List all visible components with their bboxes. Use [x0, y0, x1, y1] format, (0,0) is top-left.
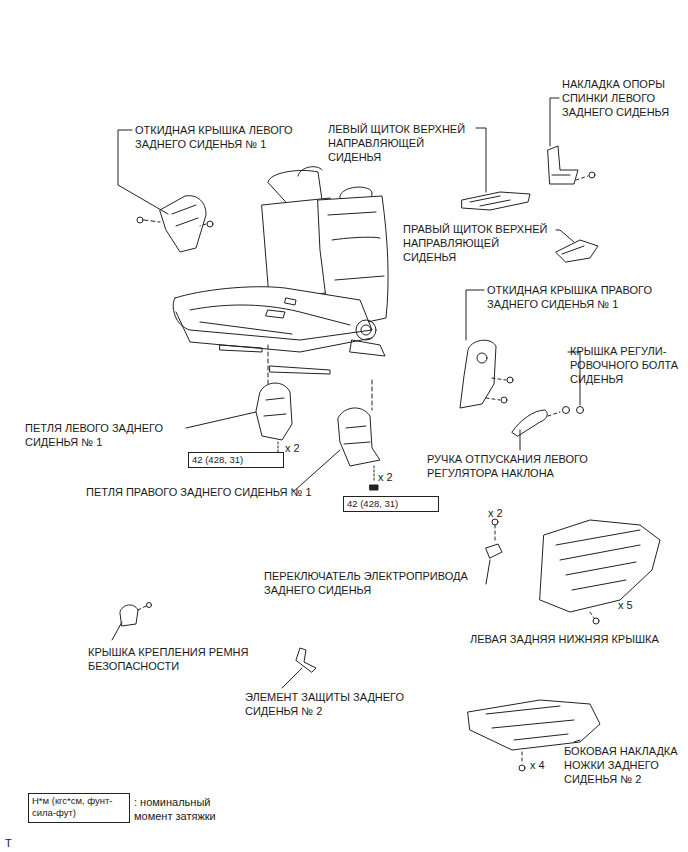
- recliner-handle: [512, 407, 584, 437]
- torque-value: 42 (428, 31): [347, 498, 435, 510]
- quantity: x 5: [618, 598, 633, 612]
- part-name: ОТКИДНАЯ КРЫШКА ЛЕВОГО ЗАДНЕГО СИДЕНЬЯ №…: [135, 123, 300, 151]
- switch-and-lower-cover: [486, 519, 660, 624]
- back-support-cover: [548, 146, 595, 184]
- seat-protector: [296, 648, 316, 672]
- part-name: КРЫШКА РЕГУЛИ- РОВОЧНОГО БОЛТА СИДЕНЬЯ: [570, 344, 682, 386]
- torque-value: 42 (428, 31): [192, 454, 280, 466]
- seat-hinges: [256, 345, 380, 490]
- right-fold-cover: [460, 340, 513, 408]
- left-fold-cover: [137, 196, 213, 252]
- part-name: ЛЕВЫЙ ЩИТОК ВЕРХНЕЙ НАПРАВЛЯЮЩЕЙ СИДЕНЬЯ: [328, 122, 474, 164]
- figure-code: T: [5, 836, 12, 850]
- part-name: ЭЛЕМЕНТ ЗАЩИТЫ ЗАДНЕГО СИДЕНЬЯ № 2: [245, 690, 417, 718]
- torque-box: 42 (428, 31): [188, 452, 284, 468]
- quantity: x 2: [488, 506, 503, 520]
- part-name: ЛЕВАЯ ЗАДНЯЯ НИЖНЯЯ КРЫШКА: [470, 632, 659, 646]
- leader-lines: [112, 98, 580, 742]
- part-name: ПЕТЛЯ ЛЕВОГО ЗАДНЕГО СИДЕНЬЯ № 1: [25, 421, 185, 449]
- part-name: РУЧКА ОТПУСКАНИЯ ЛЕВОГО РЕГУЛЯТОРА НАКЛО…: [427, 452, 599, 480]
- part-name: ПРАВЫЙ ЩИТОК ВЕРХНЕЙ НАПРАВЛЯЮЩЕЙ СИДЕНЬ…: [403, 222, 555, 264]
- torque-value: Н*м (кгс*см, фунт-сила-фут): [32, 795, 126, 819]
- part-name: БОКОВАЯ НАКЛАДКА НОЖКИ ЗАДНЕГО СИДЕНЬЯ №…: [564, 744, 686, 786]
- quantity: x 2: [378, 470, 393, 484]
- quantity: x 4: [530, 758, 545, 772]
- legend-torque-box: Н*м (кгс*см, фунт-сила-фут): [28, 793, 130, 823]
- legend-note: : номинальный момент затяжки: [134, 795, 238, 823]
- part-name: КРЫШКА КРЕПЛЕНИЯ РЕМНЯ БЕЗОПАСНОСТИ: [88, 645, 270, 673]
- part-name: ПЕРЕКЛЮЧАТЕЛЬ ЭЛЕКТРОПРИВОДА ЗАДНЕГО СИД…: [264, 569, 488, 597]
- part-name: ОТКИДНАЯ КРЫШКА ПРАВОГО ЗАДНЕГО СИДЕНЬЯ …: [487, 283, 665, 311]
- quantity: x 2: [285, 441, 300, 455]
- part-name: НАКЛАДКА ОПОРЫ СПИНКИ ЛЕВОГО ЗАДНЕГО СИД…: [562, 77, 682, 119]
- rear-seat: [173, 167, 388, 374]
- part-name: ПЕТЛЯ ПРАВОГО ЗАДНЕГО СИДЕНЬЯ № 1: [86, 485, 312, 499]
- torque-box: 42 (428, 31): [343, 496, 439, 512]
- belt-anchor-cover: [120, 603, 152, 627]
